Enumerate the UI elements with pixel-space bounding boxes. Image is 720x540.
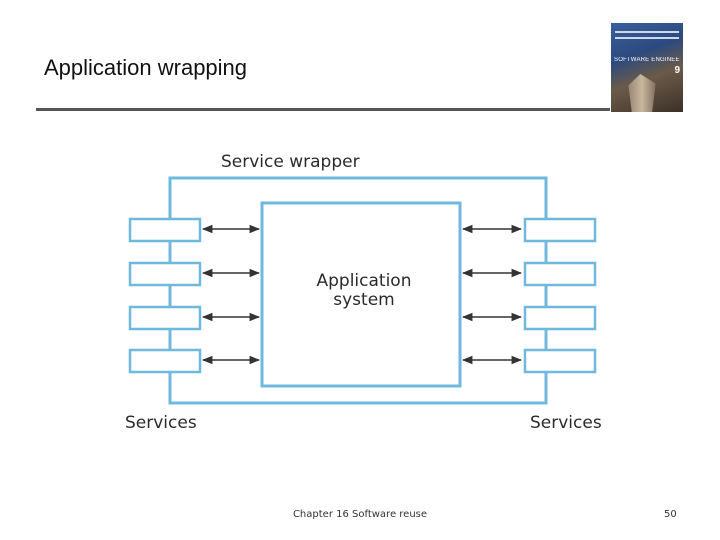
slide-title: Application wrapping: [44, 55, 248, 80]
application-system-label-line1: Application: [317, 271, 412, 291]
cover-stripe: [615, 31, 679, 33]
footer-page-number: 50: [664, 509, 677, 520]
title-divider: [36, 108, 610, 111]
book-cover-image: SOFTWARE ENGINEERING 9: [611, 23, 683, 112]
left-service-box: [128, 305, 202, 331]
left-services-label: Services: [125, 413, 197, 433]
left-service-box: [128, 217, 202, 243]
right-service-box: [523, 348, 597, 374]
cover-stripe: [615, 37, 679, 39]
right-services-label: Services: [530, 413, 602, 433]
right-service-box: [523, 305, 597, 331]
right-service-box: [523, 217, 597, 243]
application-system-label-line2: system: [333, 290, 394, 310]
right-service-box: [523, 261, 597, 287]
cover-edition: 9: [674, 65, 680, 76]
footer-chapter: Chapter 16 Software reuse: [292, 509, 428, 520]
service-wrapper-label: Service wrapper: [221, 152, 360, 172]
left-service-box: [128, 348, 202, 374]
cover-title: SOFTWARE ENGINEERING: [614, 57, 680, 63]
left-service-box: [128, 261, 202, 287]
application-system-box: [260, 201, 462, 388]
